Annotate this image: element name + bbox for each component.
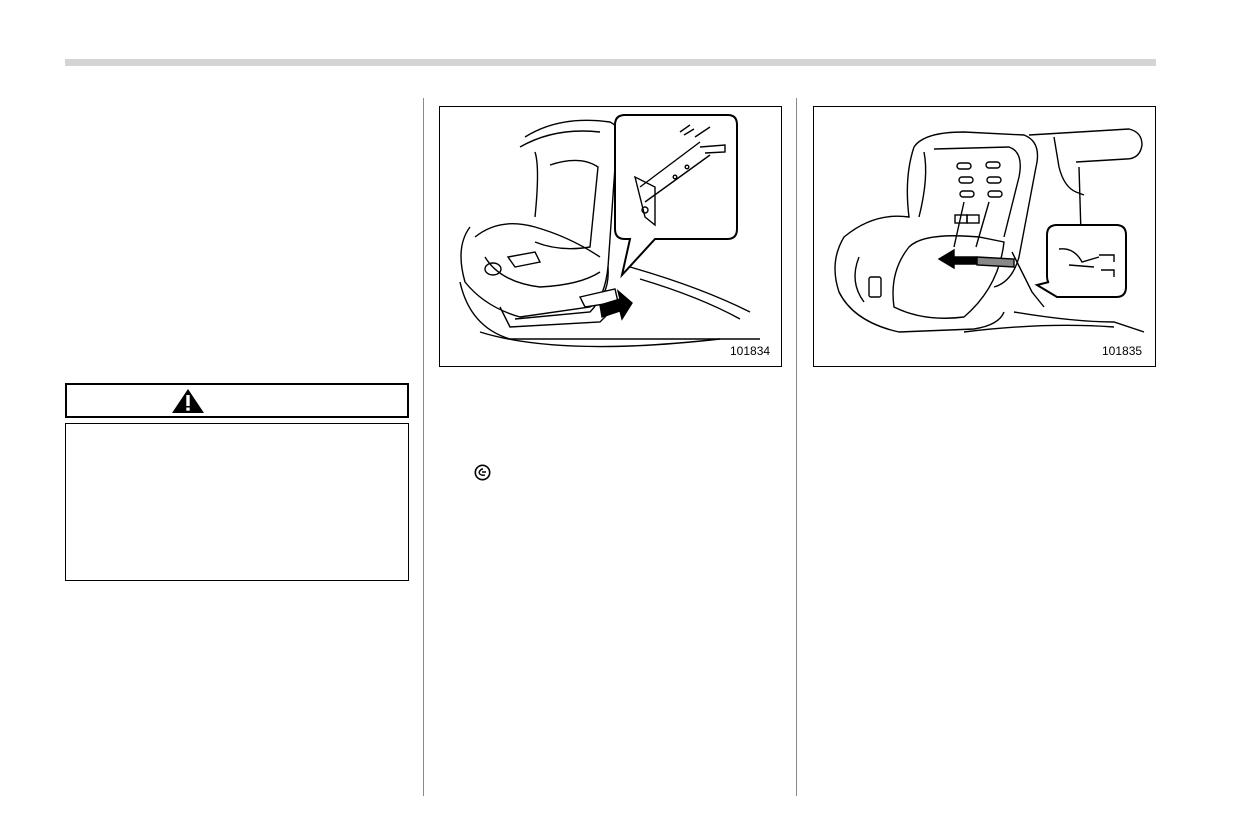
warning-body xyxy=(65,423,409,581)
column-divider-left xyxy=(423,98,424,796)
warning-header xyxy=(65,383,409,418)
circle-symbol-icon xyxy=(474,464,491,481)
warning-triangle-icon xyxy=(172,389,204,413)
column-divider-right xyxy=(796,98,797,796)
page-header-rule xyxy=(65,59,1156,66)
figure-child-seat-belt: 101835 xyxy=(813,106,1156,367)
child-seat-belt-illustration xyxy=(834,128,1145,333)
figure-number: 101834 xyxy=(730,344,771,358)
figure-number: 101835 xyxy=(1102,344,1143,358)
figure-child-seat-latch: 101834 xyxy=(439,106,782,367)
child-seat-latch-illustration xyxy=(459,114,760,348)
